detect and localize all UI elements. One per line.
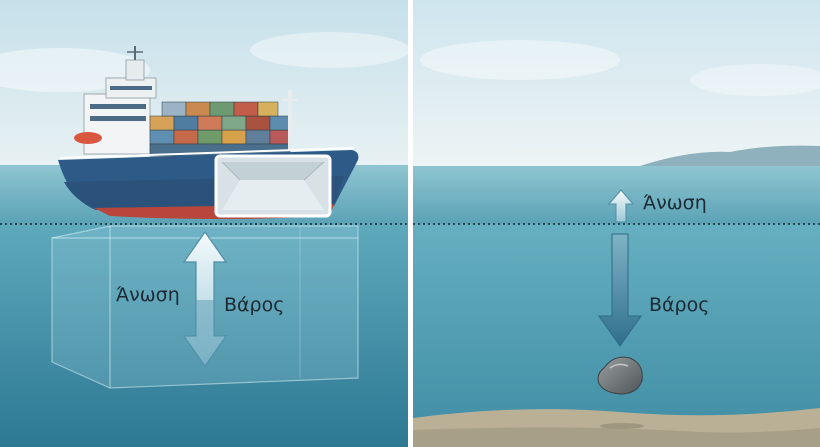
sky <box>413 0 820 168</box>
distant-hills <box>640 145 820 168</box>
rock-weight-label: Βάρος <box>649 294 710 316</box>
bridge <box>83 93 151 155</box>
panel-divider <box>408 0 413 447</box>
rock <box>597 356 643 395</box>
weight-arrow <box>598 233 642 347</box>
rock-buoyancy-label: Άνωση <box>643 192 707 214</box>
ship-weight-label: Βάρος <box>224 294 285 316</box>
rock-panel <box>413 0 820 447</box>
ship-buoyancy-label: Άνωση <box>116 284 180 306</box>
buoyancy-arrow <box>607 189 635 223</box>
lifeboat <box>74 132 102 144</box>
cloud <box>420 40 620 80</box>
containers <box>149 101 291 157</box>
ship-panel <box>0 0 410 447</box>
cargo-ship <box>58 46 359 219</box>
cloud <box>690 64 820 96</box>
cloud <box>250 32 410 68</box>
rock-shadow <box>600 423 644 429</box>
